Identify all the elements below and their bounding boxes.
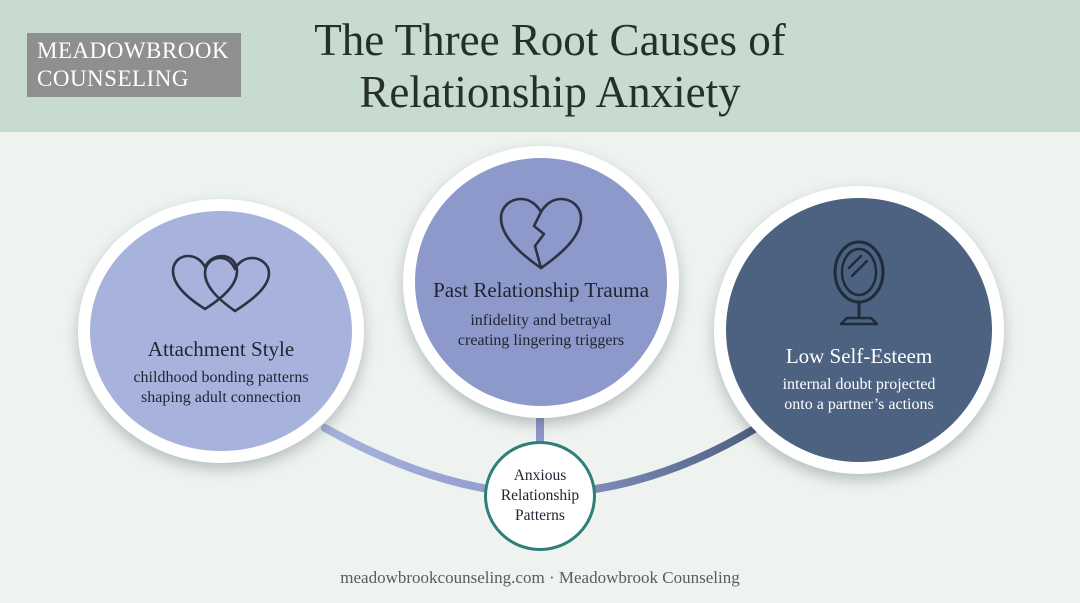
cause-circle-fill: Low Self-Esteem internal doubt projected… [726,198,992,462]
cause-description: infidelity and betrayal creating lingeri… [457,312,625,349]
mirror-icon [833,240,885,326]
footer-text: meadowbrookcounseling.com · Meadowbrook … [340,568,740,587]
broken-heart-icon [499,197,583,270]
header-band: MEADOWBROOK COUNSELING The Three Root Ca… [0,0,1080,132]
cause-circle-fill: Attachment Style childhood bonding patte… [90,211,352,451]
page-title: The Three Root Causes of Relationship An… [260,14,840,118]
page-title-line1: The Three Root Causes of [314,15,786,65]
hub-label: Anxious Relationship Patterns [500,467,580,524]
cause-description: internal doubt projected onto a partner’… [782,376,936,413]
cause-circle-attachment-style: Attachment Style childhood bonding patte… [78,199,364,463]
cause-heading: Past Relationship Trauma [433,278,649,302]
cause-heading: Low Self-Esteem [785,344,933,368]
cause-circle-past-relationship-trauma: Past Relationship Trauma infidelity and … [403,146,679,418]
brand-logo-line2: COUNSELING [37,66,189,91]
cause-heading: Attachment Style [147,337,295,361]
two-hearts-icon [171,254,271,313]
cause-description: childhood bonding patterns shaping adult… [133,369,309,406]
brand-logo: MEADOWBROOK COUNSELING [27,33,241,97]
cause-circle-fill: Past Relationship Trauma infidelity and … [415,158,667,406]
cause-circle-low-self-esteem: Low Self-Esteem internal doubt projected… [714,186,1004,474]
brand-logo-line1: MEADOWBROOK [37,38,230,63]
page-title-line2: Relationship Anxiety [359,67,741,117]
hub-circle: Anxious Relationship Patterns [484,441,596,551]
